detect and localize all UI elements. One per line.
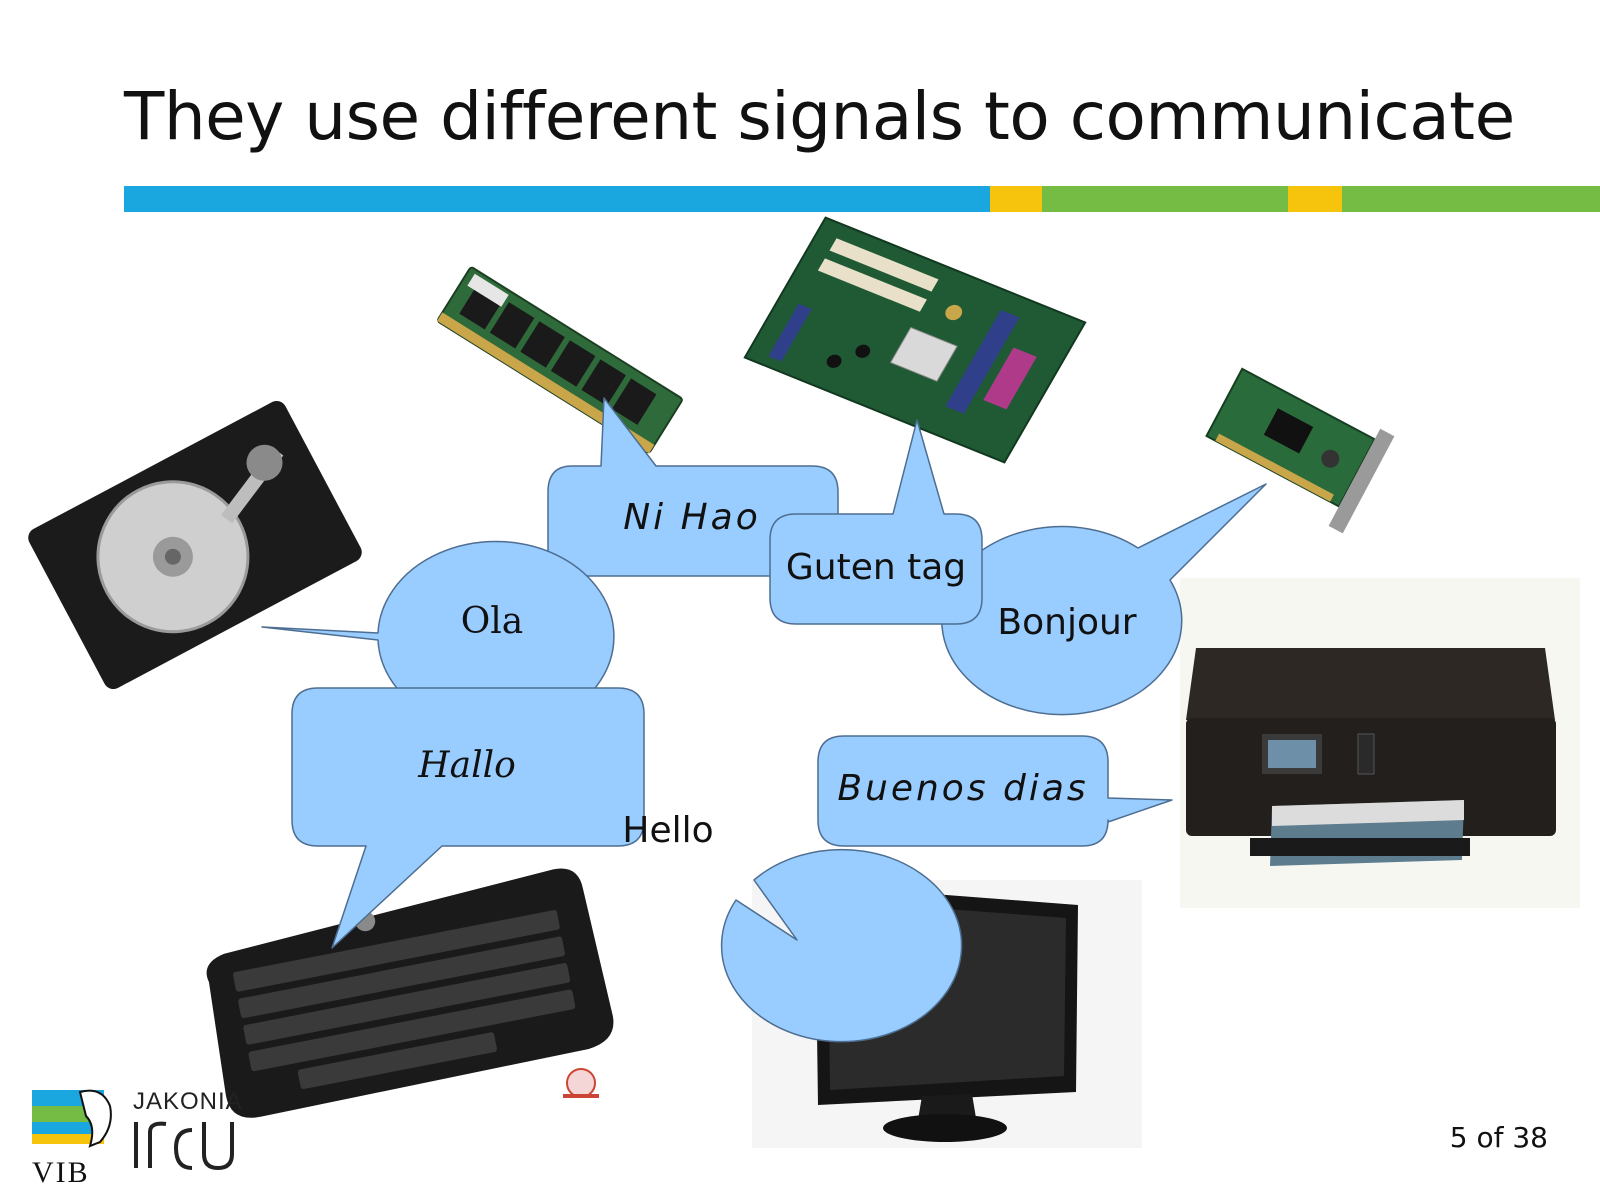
bubble-text-guten-tag: Guten tag (786, 547, 966, 588)
speech-bubble-guten-tag (770, 420, 982, 624)
bubble-text-ni-hao: Ni Hao (623, 497, 761, 538)
vib-logo-text: VIB (32, 1156, 90, 1190)
bubble-text-hello: Hello (622, 810, 713, 851)
printer-icon (1180, 578, 1580, 908)
logo-mark-icon (563, 1069, 599, 1098)
bubble-text-ola: Ola (461, 601, 524, 642)
ram-module-icon (437, 267, 683, 454)
bubble-text-hallo: Hallo (417, 745, 516, 786)
lab-logo-mark (132, 1118, 242, 1172)
keyboard-icon (195, 864, 618, 1123)
lab-logo-text: JAKONIA (133, 1088, 243, 1116)
bubble-text-buenos-dias: Buenos dias (837, 768, 1088, 809)
vib-logo (30, 1086, 120, 1158)
bubble-text-bonjour: Bonjour (997, 602, 1136, 643)
page-number: 5 of 38 (1450, 1121, 1548, 1154)
speech-bubble-hello (722, 850, 962, 1042)
hard-drive-icon (25, 397, 366, 692)
